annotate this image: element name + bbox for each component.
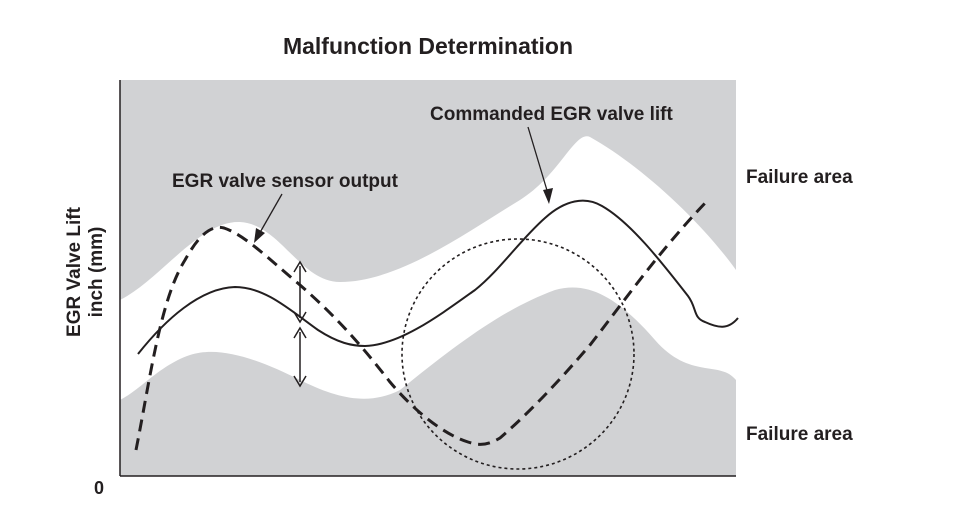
normal-band [120,136,736,400]
commanded-lift-label: Commanded EGR valve lift [430,104,674,125]
commanded-leader-arrowhead [543,188,553,204]
malfunction-circle [401,238,635,470]
sensor-output-curve [134,198,710,451]
upper-deviation-arrow [293,260,307,324]
commanded-lift-curve [137,199,739,355]
sensor-leader-line [257,193,283,237]
lower-deviation-arrow [293,326,307,388]
failure-area-upper-label: Failure area [746,167,853,188]
y-axis-origin-label: 0 [94,478,104,498]
y-axis-label-line2: inch (mm) [86,227,107,318]
commanded-leader-line [527,126,550,198]
sensor-output-label: EGR valve sensor output [172,171,399,192]
diagram-title: Malfunction Determination [283,33,573,59]
y-axis-label: EGR Valve Lift inch (mm) [64,206,107,337]
y-axis-label-line1: EGR Valve Lift [64,206,85,337]
sensor-leader-arrowhead [254,228,265,243]
failure-area-lower-label: Failure area [746,424,853,445]
